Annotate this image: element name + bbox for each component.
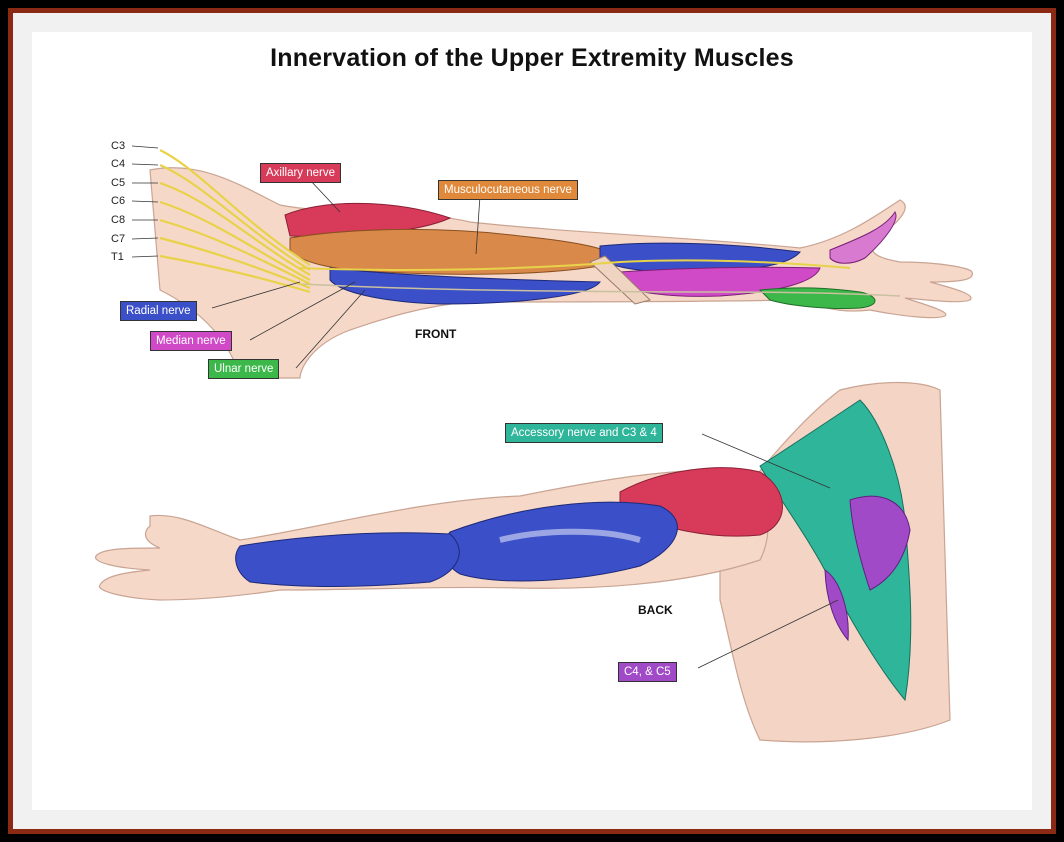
back-view-label: BACK (638, 603, 673, 617)
median-nerve-label: Median nerve (150, 331, 232, 351)
nerve-level-label: C3 (111, 140, 126, 152)
c4-c5-label: C4, & C5 (618, 662, 677, 682)
nerve-level-label: C6 (111, 195, 126, 207)
nerve-level-label: C5 (111, 177, 126, 189)
levator-muscle (824, 569, 849, 642)
musculocutaneous-nerve-label: Musculocutaneous nerve (438, 180, 578, 200)
axillary-nerve-label: Axillary nerve (260, 163, 342, 183)
front-arm (131, 145, 973, 379)
nerve-level-label: C4 (111, 158, 126, 170)
level-pointers (131, 145, 159, 258)
brachial-plexus (159, 149, 311, 294)
page-title: Innervation of the Upper Extremity Muscl… (270, 44, 794, 72)
accessory-nerve-label: Accessory nerve and C3 & 4 (505, 423, 663, 443)
front-view-label: FRONT (415, 327, 457, 341)
nerve-level-label: T1 (111, 251, 124, 263)
trapezius-muscle (759, 399, 912, 702)
ulnar-nerve-label: Ulnar nerve (208, 359, 280, 379)
nerve-level-label: C8 (111, 214, 126, 226)
back-triceps-muscle (442, 501, 678, 582)
muscle-highlight (499, 528, 641, 543)
back-leader-lines (697, 433, 839, 669)
triceps-muscle (329, 267, 601, 305)
thenar-muscle (829, 211, 897, 264)
rhomboid-muscle (849, 495, 911, 591)
nerve-level-label: C7 (111, 233, 126, 245)
back-arm (95, 381, 951, 743)
back-forearm-muscle (235, 532, 460, 587)
front-leader-lines (211, 179, 481, 369)
radial-nerve-label: Radial nerve (120, 301, 197, 321)
nerve-line (299, 259, 851, 271)
nerve-line (299, 283, 901, 297)
